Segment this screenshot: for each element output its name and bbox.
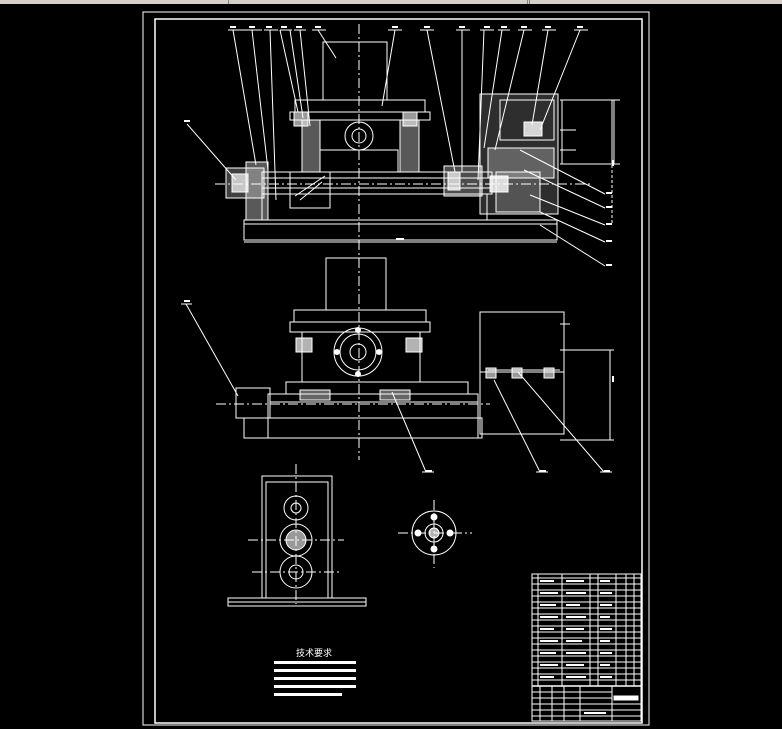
balloon-number-marks [184, 26, 614, 472]
cad-drawing-canvas[interactable]: 技术要求 [0, 4, 782, 729]
cad-drawing: 技术要求 [142, 11, 650, 726]
outer-sheet-border [142, 11, 650, 726]
front-elevation-view [181, 257, 614, 473]
parts-list-text-marks [540, 580, 612, 714]
main-assembly-section-view [215, 24, 620, 460]
balloon-leaders-top [186, 29, 606, 267]
technical-requirements-title: 技术要求 [296, 647, 332, 659]
inner-drawing-frame [154, 18, 643, 724]
parts-list-title-block [531, 573, 642, 722]
flange-detail-view [398, 500, 472, 568]
technical-requirements-block: 技术要求 [274, 647, 356, 696]
gearbox-side-view [227, 464, 367, 607]
